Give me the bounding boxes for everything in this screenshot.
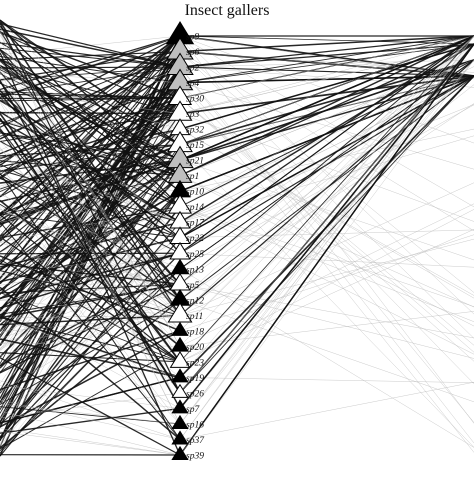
galler-node-sp5: sp5: [170, 274, 199, 291]
interaction-link: [0, 431, 180, 455]
galler-node-sp18: sp18: [172, 323, 204, 338]
diagram-title: Insect gallers: [0, 2, 474, 20]
node-label: sp15: [186, 141, 204, 151]
node-label: sp7: [186, 405, 200, 415]
interaction-link: [180, 114, 474, 222]
interaction-link: [180, 284, 474, 338]
interaction-link: [180, 36, 474, 67]
node-label: sp26: [186, 389, 204, 399]
node-label: sp11: [186, 312, 203, 322]
node-label: sp21: [186, 157, 204, 167]
interaction-link: [180, 36, 474, 346]
interaction-link: [180, 36, 474, 238]
interaction-link: [180, 36, 474, 362]
node-label: sp17: [186, 219, 205, 229]
node-label: sp13: [186, 265, 204, 275]
interaction-link: [180, 44, 474, 424]
node-label: sp22: [186, 234, 204, 244]
node-label: sp16: [186, 420, 204, 430]
galler-node-sp13: sp13: [171, 260, 204, 276]
node-label: sp25: [186, 250, 204, 260]
node-label: sp9: [186, 33, 199, 43]
interaction-link: [180, 60, 474, 455]
node-label: sp14: [186, 203, 204, 213]
node-label: sp10: [186, 188, 204, 198]
node-label: sp19: [186, 374, 204, 384]
interaction-link: [180, 83, 474, 453]
node-label: sp2: [186, 64, 199, 74]
galler-node-sp37: sp37: [172, 431, 205, 446]
interaction-link: [180, 145, 474, 448]
interaction-link: [180, 300, 474, 402]
node-label: sp1: [186, 172, 199, 182]
node-label: sp18: [186, 327, 204, 337]
galler-node-sp22: sp22: [170, 227, 204, 244]
galler-node-sp9: sp9: [167, 22, 200, 44]
interaction-link: [180, 136, 474, 222]
interaction-link: [0, 29, 180, 67]
interaction-links: [0, 20, 474, 456]
node-label: sp39: [186, 452, 204, 462]
node-label: sp20: [186, 343, 204, 353]
interaction-link: [180, 105, 474, 269]
interaction-link: [180, 36, 474, 52]
interaction-link: [180, 36, 474, 331]
node-label: sp37: [186, 436, 205, 446]
node-label: sp30: [186, 95, 204, 105]
node-label: sp4: [186, 79, 199, 89]
node-label: sp12: [186, 296, 204, 306]
node-label: sp32: [186, 126, 204, 136]
interaction-link: [180, 207, 474, 322]
node-label: sp3: [186, 110, 199, 120]
node-label: sp5: [186, 281, 199, 291]
interaction-link: [180, 382, 474, 439]
galler-node-sp32: sp32: [171, 119, 205, 135]
interaction-link: [180, 176, 474, 326]
node-label: sp6: [186, 48, 199, 58]
interaction-link: [0, 428, 180, 455]
galler-node-sp25: sp25: [170, 243, 204, 260]
interaction-link: [180, 36, 474, 284]
node-label: sp23: [186, 358, 204, 368]
interaction-link: [180, 83, 474, 384]
interaction-link: [0, 381, 180, 440]
